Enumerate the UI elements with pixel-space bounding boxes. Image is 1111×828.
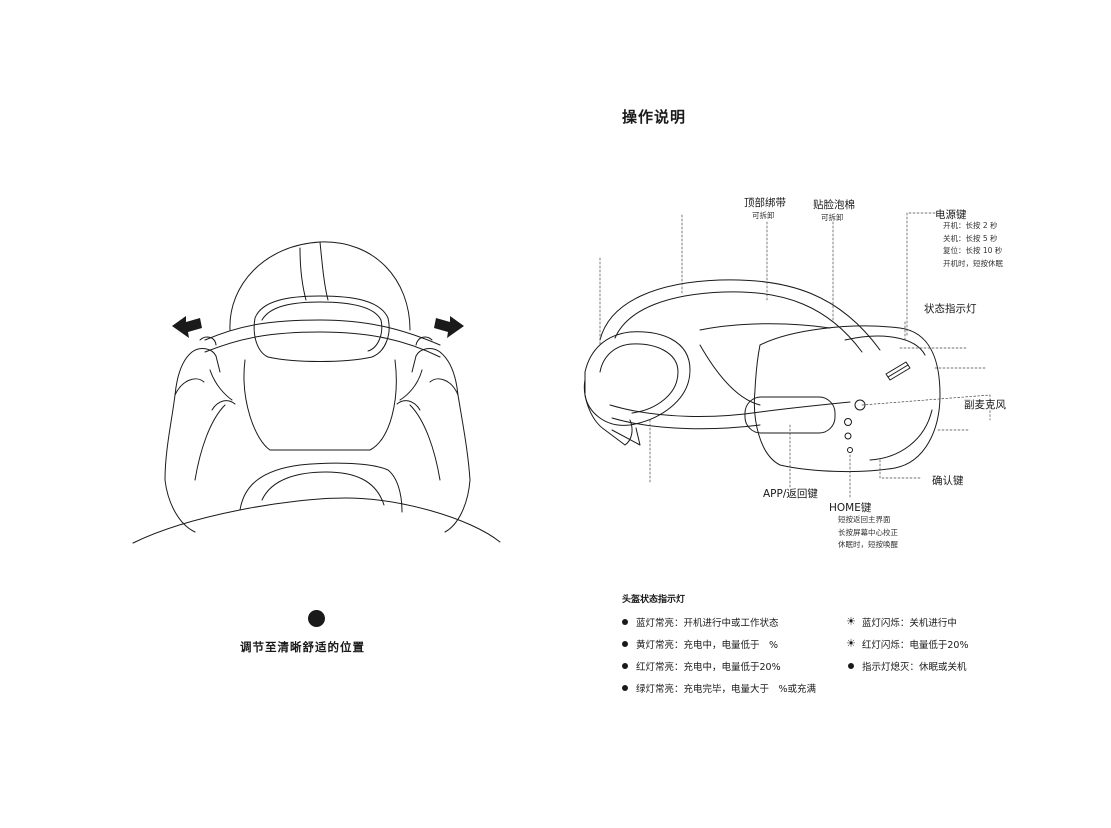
label-confirm-key: 确认键 [932,473,964,488]
power-key-notes: 开机：长按 2 秒 关机：长按 5 秒 复位：长按 10 秒 开机时，短按休眠 [943,220,1003,270]
bullet-dot-icon [622,663,628,669]
legend-item-text: 绿灯常亮：充电完毕，电量大于 %或充满 [636,681,816,695]
bullet-dot-icon [622,685,628,691]
legend-item-text: 蓝灯常亮：开机进行中或工作状态 [636,615,779,629]
label-secondary-mic: 副麦克风 [964,397,1006,412]
home-note: 短按返回主界面 [838,514,898,527]
home-note: 长按屏幕中心校正 [838,527,898,540]
step-caption: 调节至清晰舒适的位置 [240,639,365,655]
home-key-notes: 短按返回主界面 长按屏幕中心校正 休眠时，短按唤醒 [838,514,898,552]
legend-item: 绿灯常亮：充电完毕，电量大于 %或充满 [622,681,816,695]
legend-item: ☀ 蓝灯闪烁：关机进行中 [846,615,957,629]
arrow-right-icon [434,316,464,338]
label-face-foam-note: 可拆卸 [821,212,844,223]
legend-item: ☀ 红灯闪烁：电量低于20% [846,637,969,651]
legend-item-text: 蓝灯闪烁：关机进行中 [862,615,957,629]
legend-item: 黄灯常亮：充电中，电量低于 % [622,637,778,651]
bullet-dot-icon [622,641,628,647]
home-note: 休眠时，短按唤醒 [838,539,898,552]
power-note: 开机时，短按休眠 [943,258,1003,271]
step-marker [308,610,325,627]
label-top-strap-note: 可拆卸 [752,210,775,221]
legend-item-text: 红灯常亮：充电中，电量低于20% [636,659,781,673]
label-app-back-key: APP/返回键 [763,486,818,501]
legend-item: 指示灯熄灭：休眠或关机 [848,659,967,673]
label-top-strap: 顶部绑带 [744,195,786,210]
legend-item-text: 红灯闪烁：电量低于20% [862,637,969,651]
legend-item-text: 指示灯熄灭：休眠或关机 [862,659,967,673]
bullet-dot-icon [622,619,628,625]
leader-lines [600,213,990,498]
sun-icon: ☀ [846,617,856,627]
label-status-light: 状态指示灯 [924,301,977,316]
legend-item-text: 黄灯常亮：充电中，电量低于 % [636,637,778,651]
power-note: 开机：长按 2 秒 [943,220,1003,233]
wearing-headset-illustration [133,242,500,543]
power-note: 关机：长按 5 秒 [943,233,1003,246]
legend-item: 蓝灯常亮：开机进行中或工作状态 [622,615,779,629]
dot-icon [848,663,854,669]
arrow-left-icon [172,316,202,338]
sun-icon: ☀ [846,639,856,649]
label-home-key: HOME键 [829,500,871,515]
legend-title: 头盔状态指示灯 [622,592,685,605]
page-title: 操作说明 [622,106,686,127]
label-face-foam: 贴脸泡棉 [813,197,855,212]
legend-item: 红灯常亮：充电中，电量低于20% [622,659,781,673]
power-note: 复位：长按 10 秒 [943,245,1003,258]
headset-diagram [584,280,940,472]
